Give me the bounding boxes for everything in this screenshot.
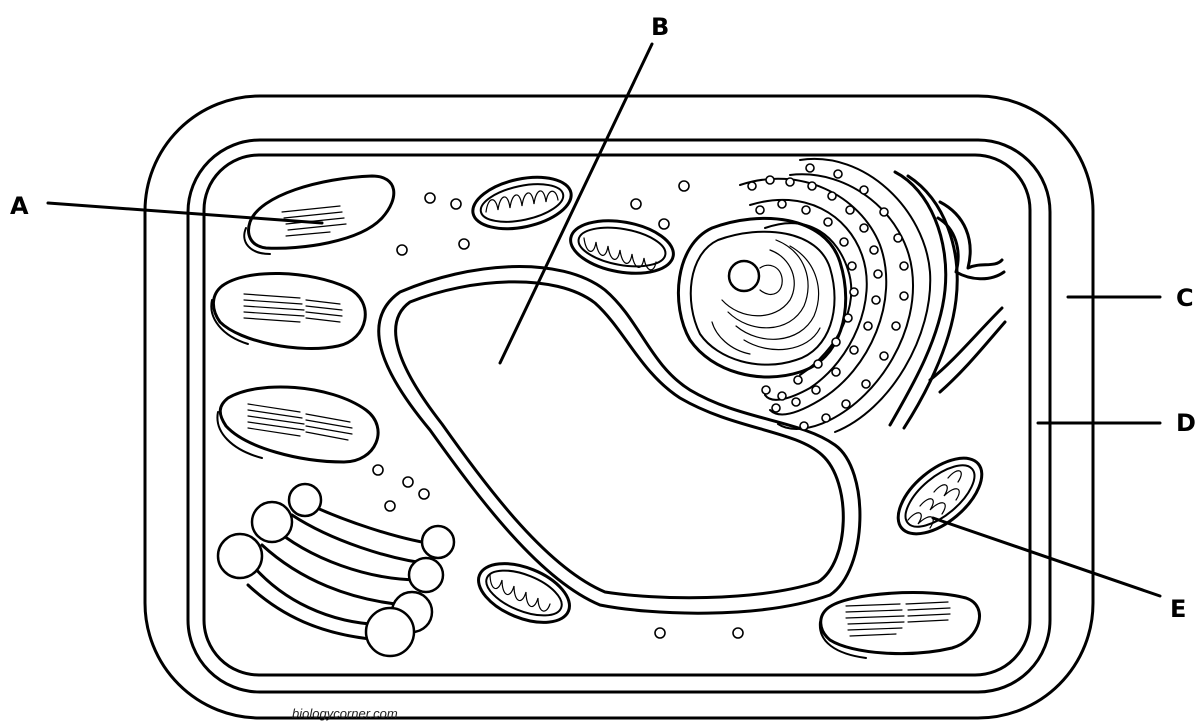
label-c: C (1176, 284, 1194, 312)
nucleolus (729, 261, 759, 291)
chloroplast-4 (820, 593, 980, 658)
chloroplast-3 (217, 387, 378, 462)
leader-line-a (48, 203, 322, 223)
central-vacuole (379, 267, 860, 614)
nucleus (678, 218, 845, 377)
chloroplast-1 (244, 176, 394, 254)
chloroplast-2 (211, 273, 365, 348)
source-credit: biologycorner.com (292, 706, 398, 721)
mitochondrion-1 (468, 169, 576, 237)
label-e: E (1170, 595, 1186, 623)
golgi-apparatus (218, 484, 454, 656)
cell-wall-outer (145, 96, 1093, 718)
label-a: A (10, 192, 29, 220)
label-b: B (651, 13, 669, 41)
leader-line-e (933, 518, 1160, 596)
label-d: D (1176, 409, 1196, 437)
cytoplasm-boundary (204, 155, 1030, 675)
